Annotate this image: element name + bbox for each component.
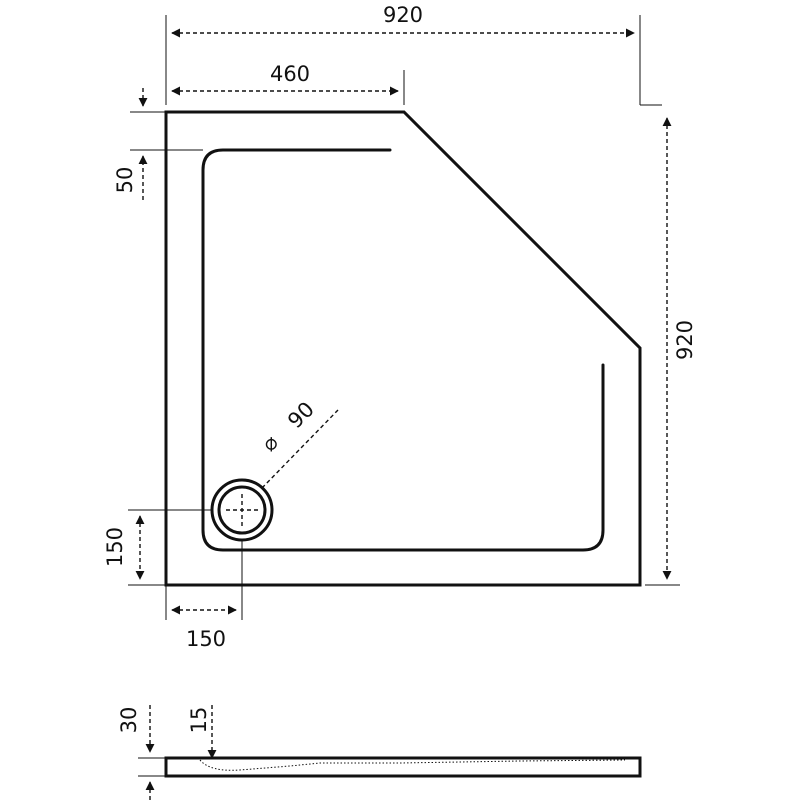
diameter-symbol: ⌀ (257, 430, 283, 456)
label-straight-edge: 460 (270, 62, 310, 86)
dimension-drain-diameter: ⌀ 90 (257, 397, 339, 489)
label-tray-height: 30 (117, 707, 141, 734)
dimension-overall-depth: 920 (645, 117, 697, 586)
dimension-rim-width: 50 (113, 88, 203, 200)
label-overall-depth: 920 (673, 320, 697, 360)
label-rim-width: 50 (113, 167, 137, 194)
tray-outline (164, 110, 642, 587)
label-drain-diameter: 90 (283, 397, 319, 433)
drain-inner-ring (217, 485, 267, 535)
plan-view (164, 110, 642, 587)
basin-profile-line (199, 759, 626, 771)
label-drain-offset-x: 150 (186, 627, 226, 651)
tray-profile (164, 756, 642, 778)
label-drain-offset-y: 150 (103, 527, 127, 567)
dimension-straight-edge: 460 (171, 62, 405, 105)
basin-inner-line (201, 148, 605, 552)
dimension-drain-offset-y: 150 (103, 509, 212, 586)
dimension-overall-width: 920 (165, 3, 662, 106)
dimension-base-depth: 15 (187, 705, 217, 759)
dimension-drain-offset-x: 150 (165, 540, 243, 651)
dimension-tray-height: 30 (117, 705, 166, 800)
label-base-depth: 15 (187, 707, 211, 734)
drain-waste (210, 478, 274, 542)
side-view (164, 756, 642, 778)
label-overall-width: 920 (383, 3, 423, 27)
